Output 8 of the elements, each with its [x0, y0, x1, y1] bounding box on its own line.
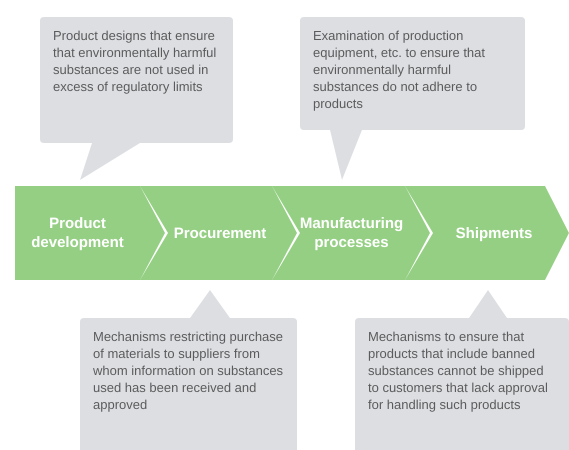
step-label: Shipments	[456, 224, 532, 242]
step-label: Product development	[30, 214, 125, 252]
callout-text: Product designs that ensure that environmentally harmful substances are not used in excess of regulatory limits	[53, 27, 218, 95]
step-label: Procurement	[174, 224, 266, 242]
callout-text: Mechanisms to ensure that products that include banned substances cannot be shipped to customers that lack approval for handling such products	[368, 328, 549, 413]
step-label: Manufacturing processes	[298, 214, 404, 252]
callout-text: Examination of production equipment, etc. to ensure that environmentally harmful substances do not adhere to products	[313, 27, 486, 112]
callout-text: Mechanisms restricting purchase of materials to suppliers from whom information on substances used has been received and approved	[93, 328, 284, 413]
